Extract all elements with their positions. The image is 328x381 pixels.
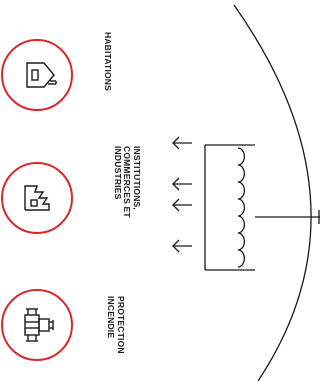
water-main-arc	[233, 4, 312, 381]
label-habitations: HABITATIONS	[103, 32, 113, 91]
connection-bracket	[204, 144, 255, 271]
arrow-icon	[172, 177, 192, 191]
label-line: HABITATIONS	[103, 32, 113, 92]
coil-symbol	[237, 147, 245, 268]
label-line: INCENDIE	[106, 296, 117, 339]
factory-icon	[1, 162, 73, 234]
label-line: INSTITUTIONS,	[132, 146, 142, 210]
arrow-icon	[172, 136, 192, 150]
label-line: INDUSTRIES	[113, 146, 123, 200]
arrow-icon	[172, 239, 192, 253]
arrow-icon	[172, 198, 192, 212]
label-line: COMMERCES ET	[122, 146, 133, 218]
flow-arrows	[172, 136, 192, 253]
label-protection-incendie: PROTECTION INCENDIE	[106, 296, 127, 354]
house-icon	[1, 39, 73, 111]
label-institutions: INSTITUTIONS, COMMERCES ET INDUSTRIES	[113, 146, 142, 218]
label-line: PROTECTION	[116, 296, 126, 354]
fire-pump-icon	[1, 289, 73, 361]
